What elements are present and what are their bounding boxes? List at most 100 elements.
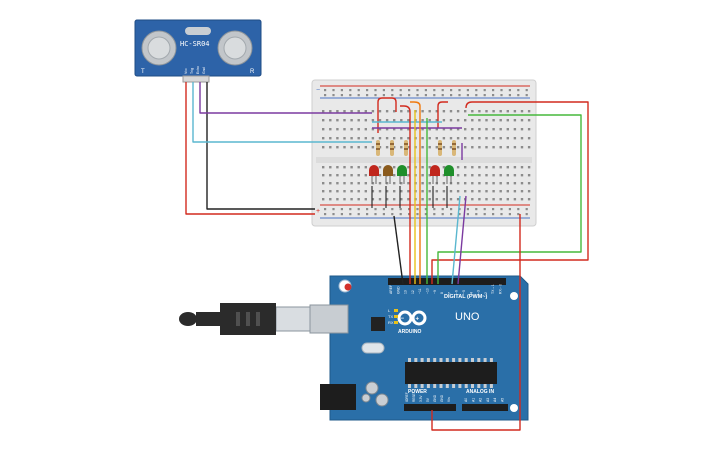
- rail-hole: [475, 213, 478, 216]
- breadboard-hole: [329, 137, 332, 140]
- breadboard-hole: [378, 182, 382, 185]
- breadboard-hole: [400, 146, 403, 149]
- rail-hole: [508, 213, 511, 216]
- rail-hole: [424, 89, 427, 92]
- wire-gnd-board: [393, 215, 404, 285]
- chip-pin: [439, 358, 443, 362]
- rail-hole: [382, 213, 385, 216]
- breadboard-hole: [442, 146, 446, 149]
- chip-pin: [464, 358, 468, 362]
- transmitter: [141, 30, 177, 66]
- chip-pin: [420, 384, 424, 388]
- breadboard-hole: [393, 128, 396, 131]
- breadboard-hole: [492, 198, 495, 201]
- rail-hole: [517, 89, 520, 92]
- breadboard-hole: [435, 146, 438, 149]
- breadboard-hole: [464, 119, 467, 122]
- breadboard-hole: [421, 119, 424, 122]
- rail-hole: [433, 94, 436, 97]
- breadboard-hole: [513, 128, 517, 131]
- breadboard-hole: [456, 137, 460, 140]
- rail-hole: [492, 94, 495, 97]
- breadboard-hole: [520, 119, 524, 122]
- chip-pin: [408, 358, 411, 362]
- breadboard-hole: [322, 146, 325, 149]
- analog-pin-label: A4: [493, 398, 497, 402]
- breadboard-hole: [499, 146, 502, 149]
- breadboard-hole: [478, 182, 481, 185]
- wire-pin-13: [400, 105, 411, 284]
- breadboard-hole: [506, 137, 509, 140]
- wire-pin-11: [410, 101, 421, 284]
- rail-hole: [466, 94, 469, 97]
- digital-pin-label: RX←0: [499, 284, 503, 294]
- rail-hole: [416, 89, 419, 92]
- breadboard-hole: [527, 146, 531, 149]
- breadboard-hole: [485, 119, 488, 122]
- breadboard-hole: [456, 119, 460, 122]
- rail-hole: [349, 213, 352, 216]
- breadboard-hole: [400, 198, 403, 201]
- breadboard-hole: [449, 137, 453, 140]
- breadboard-hole: [357, 128, 360, 131]
- chip-pin: [426, 358, 430, 362]
- rail-hole: [332, 213, 335, 216]
- rail-hole: [441, 208, 444, 211]
- breadboard-hole: [336, 198, 339, 201]
- analog-pin-label: A1: [471, 398, 475, 402]
- breadboard-hole: [492, 146, 495, 149]
- rail-hole: [408, 89, 411, 92]
- breadboard-hole: [513, 166, 517, 169]
- breadboard-hole: [343, 166, 346, 169]
- breadboard-hole: [464, 128, 467, 131]
- rail-hole: [332, 208, 335, 211]
- breadboard-hole: [428, 128, 431, 131]
- rail-hole: [408, 94, 411, 97]
- breadboard-hole: [485, 128, 488, 131]
- breadboard-hole: [449, 128, 453, 131]
- analog-pin-label: A2: [479, 398, 483, 402]
- svg-text:−: −: [401, 316, 405, 322]
- breadboard-hole: [407, 166, 410, 169]
- breadboard-hole: [513, 198, 517, 201]
- breadboard-hole: [471, 198, 474, 201]
- breadboard-hole: [527, 190, 531, 193]
- rail-hole: [340, 89, 343, 92]
- rail-hole: [508, 94, 511, 97]
- arduino-uno-board: DIGITAL (PWM~) − + ARDUINO UNO TX RX L P: [320, 275, 529, 421]
- rail-hole: [416, 208, 419, 211]
- breadboard-hole: [442, 190, 446, 193]
- rail-hole: [424, 208, 427, 211]
- breadboard: + −: [311, 79, 537, 227]
- breadboard-hole: [357, 182, 360, 185]
- breadboard-hole: [471, 166, 474, 169]
- breadboard-hole: [520, 174, 524, 177]
- rail-hole: [458, 89, 461, 92]
- power-pin-label: IOREF: [405, 392, 409, 402]
- rail-hole: [517, 208, 520, 211]
- breadboard-hole: [520, 198, 524, 201]
- breadboard-hole: [336, 137, 339, 140]
- digital-pin-label: ~9: [433, 290, 437, 294]
- breadboard-hole: [471, 119, 474, 122]
- led-green-2: [444, 165, 454, 184]
- sensor-pin-label: Gnd: [202, 67, 206, 74]
- rail-hole: [466, 208, 469, 211]
- breadboard-hole: [393, 137, 396, 140]
- breadboard-hole: [322, 182, 325, 185]
- rail-hole: [416, 94, 419, 97]
- reset-button[interactable]: [344, 283, 352, 291]
- rail-hole: [324, 94, 327, 97]
- breadboard-hole: [336, 166, 339, 169]
- breadboard-hole: [527, 110, 531, 113]
- breadboard-hole: [364, 198, 367, 201]
- wire-sensor-trig: [199, 82, 372, 114]
- rail-hole: [399, 208, 402, 211]
- breadboard-hole: [485, 166, 488, 169]
- breadboard-hole: [371, 198, 375, 201]
- breadboard-hole: [329, 166, 332, 169]
- breadboard-hole: [336, 119, 339, 122]
- breadboard-hole: [456, 182, 460, 185]
- rail-hole: [483, 89, 486, 92]
